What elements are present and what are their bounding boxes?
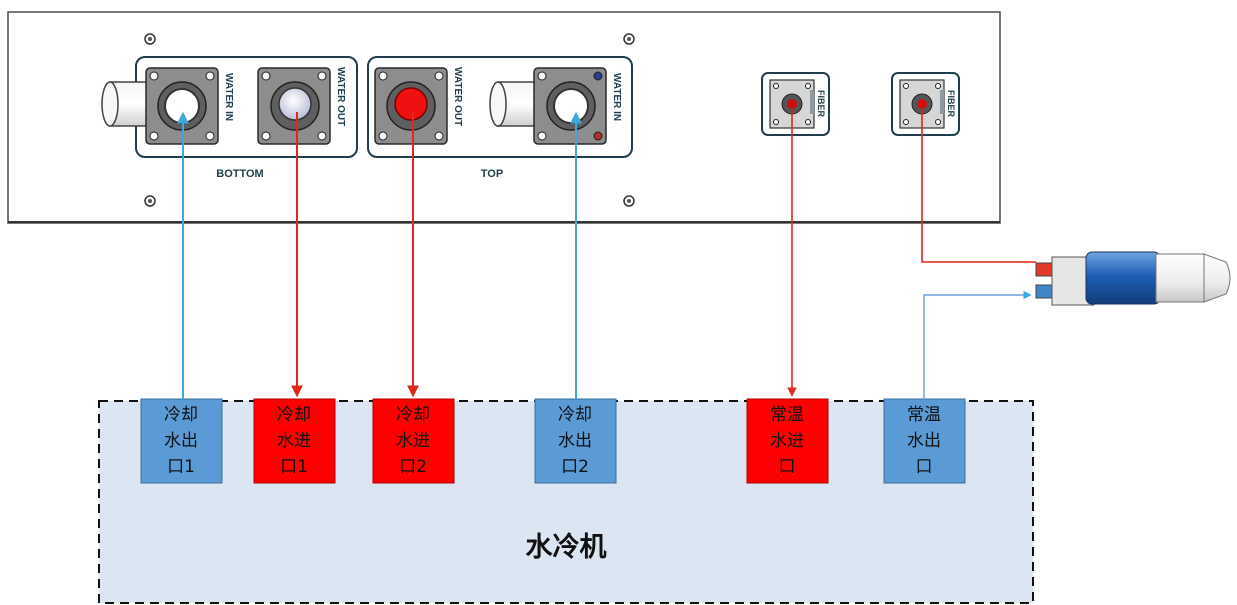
port-line: 冷却 <box>164 405 198 425</box>
water-out-connector-top[interactable] <box>374 67 448 145</box>
chiller-port[interactable]: 冷却 水进 口2 <box>372 398 455 484</box>
laser-head-icon <box>1035 251 1231 306</box>
port-line: 冷却 <box>396 405 430 425</box>
screw-icon <box>144 195 156 207</box>
port-line: 口 <box>779 457 796 477</box>
port-line: 水进 <box>277 431 311 451</box>
chiller-port[interactable]: 常温 水出 口 <box>883 398 966 484</box>
flow-lines <box>177 110 1036 399</box>
water-in-label-bottom: WATER IN <box>223 73 234 121</box>
port-line: 口1 <box>280 457 308 477</box>
group-bottom-label: BOTTOM <box>216 168 263 180</box>
water-in-connector-top[interactable] <box>533 67 607 145</box>
screw-icon <box>144 33 156 45</box>
connector-group-bottom: BOTTOM WATER IN <box>101 56 358 180</box>
port-line: 冷却 <box>558 405 592 425</box>
port-line: 常温 <box>770 405 804 425</box>
water-out-connector-bottom[interactable] <box>257 67 331 145</box>
port-line: 水出 <box>164 431 198 451</box>
fiber-sublabel-icon <box>940 90 944 114</box>
port-line: 水进 <box>770 431 804 451</box>
port-line: 水出 <box>558 431 592 451</box>
chiller-port[interactable]: 冷却 水进 口1 <box>253 398 336 484</box>
fiber-sublabel-icon <box>810 90 814 114</box>
port-line: 口1 <box>167 457 195 477</box>
chiller-port[interactable]: 常温 水进 口 <box>746 398 829 484</box>
port-line: 冷却 <box>277 405 311 425</box>
water-out-label-bottom: WATER OUT <box>335 67 346 126</box>
connector-group-top: TOP WATER OUT <box>367 56 633 180</box>
chiller-port[interactable]: 冷却 水出 口2 <box>534 398 617 484</box>
front-panel: BOTTOM WATER IN <box>7 11 1001 224</box>
port-line: 口 <box>916 457 933 477</box>
flow-line-cold <box>923 290 1032 399</box>
port-line: 常温 <box>907 405 941 425</box>
water-in-label-top: WATER IN <box>611 73 622 121</box>
fiber-label-2: FIBER <box>946 90 956 118</box>
group-top-label: TOP <box>481 168 503 180</box>
flow-line-hot <box>921 110 1036 263</box>
fiber-label-1: FIBER <box>816 90 826 118</box>
screw-icon <box>623 195 635 207</box>
port-line: 口2 <box>561 457 589 477</box>
water-out-label-top: WATER OUT <box>452 67 463 126</box>
chiller-label: 水冷机 <box>526 532 607 563</box>
chiller-port[interactable]: 冷却 水出 口1 <box>140 398 223 484</box>
port-line: 水出 <box>907 431 941 451</box>
port-line: 水进 <box>396 431 430 451</box>
screw-icon <box>623 33 635 45</box>
port-line: 口2 <box>399 457 427 477</box>
